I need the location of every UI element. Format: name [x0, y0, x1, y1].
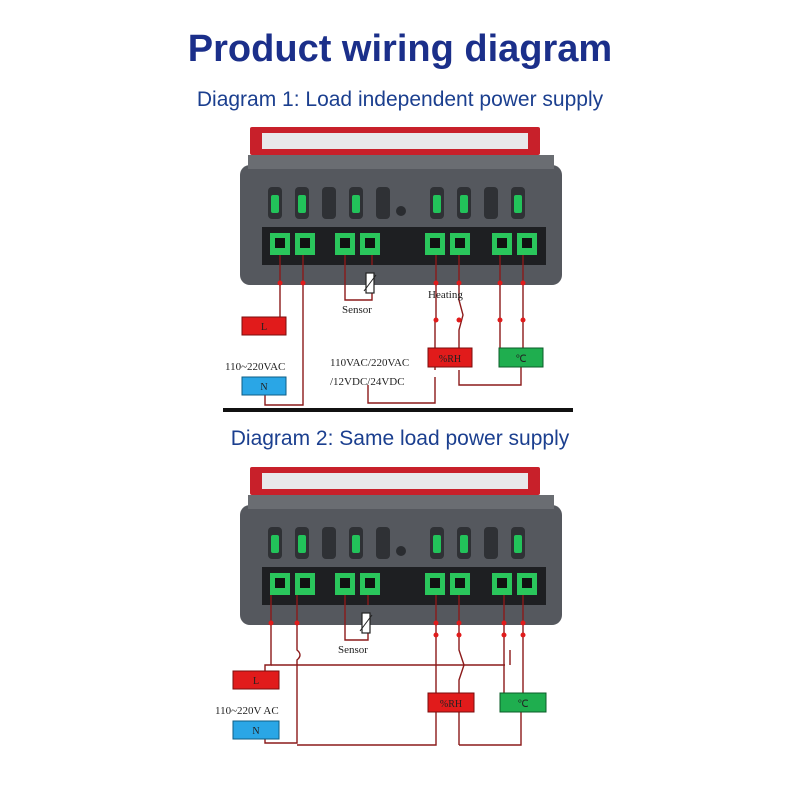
- sensor-label: Sensor: [342, 304, 372, 316]
- temp-load-label: ℃: [515, 354, 526, 365]
- junction-dots: [268, 620, 526, 638]
- n-terminal-box: [241, 376, 287, 396]
- l-label: L: [261, 322, 267, 333]
- display-window: [262, 133, 528, 149]
- humidity-load-label: %RH: [439, 354, 461, 365]
- wires: [264, 595, 524, 746]
- center-screw: [396, 546, 406, 556]
- controller-device: [240, 467, 562, 625]
- wire-rh-a: [297, 595, 437, 746]
- page-title: Product wiring diagram: [187, 28, 613, 70]
- junction-dots: [277, 280, 526, 323]
- wiring-diagram-2: L N %RH ℃ Sensor 110~220V AC: [215, 467, 562, 746]
- l-terminal-box: [232, 670, 280, 690]
- heating-label: Heating: [428, 289, 463, 301]
- device-body: [240, 165, 562, 285]
- load-voltage-label-2: /12VDC/24VDC: [330, 376, 405, 388]
- diagram-2-title: Diagram 2: Same load power supply: [230, 427, 570, 450]
- diagram-1-title: Diagram 1: Load independent power supply: [196, 88, 604, 111]
- device-body: [240, 505, 562, 625]
- wiring-diagram-1: L N %RH ℃ Sensor Heating 110~220VAC 110V…: [225, 127, 562, 406]
- wires: [264, 255, 524, 406]
- wire-l-bus: [271, 650, 511, 666]
- supply-voltage-label: 110~220VAC: [225, 361, 285, 373]
- l-terminal-box: [241, 316, 287, 336]
- terminal-screws: [270, 233, 537, 255]
- temp-load-label: ℃: [517, 699, 528, 710]
- temp-load-box: [498, 347, 544, 368]
- wire-l: [264, 595, 272, 673]
- sensor-label: Sensor: [338, 644, 368, 656]
- humidity-load-box: [427, 347, 473, 368]
- humidity-load-label: %RH: [440, 699, 462, 710]
- n-label: N: [252, 726, 259, 737]
- n-terminal-box: [232, 720, 280, 740]
- load-voltage-label-1: 110VAC/220VAC: [330, 357, 409, 369]
- supply-voltage-label: 110~220V AC: [215, 705, 279, 717]
- controller-device: [240, 127, 562, 285]
- n-label: N: [260, 382, 267, 393]
- l-label: L: [253, 676, 259, 687]
- humidity-load-box: [427, 692, 475, 713]
- wire-load-return: [458, 707, 522, 746]
- section-divider: [223, 408, 573, 412]
- display-window: [262, 473, 528, 489]
- temp-load-box: [499, 692, 547, 713]
- center-screw: [396, 206, 406, 216]
- wire-load-supply: [367, 377, 436, 404]
- terminal-screws: [270, 573, 537, 595]
- wire-n: [264, 595, 301, 744]
- wire-load-return: [458, 366, 522, 386]
